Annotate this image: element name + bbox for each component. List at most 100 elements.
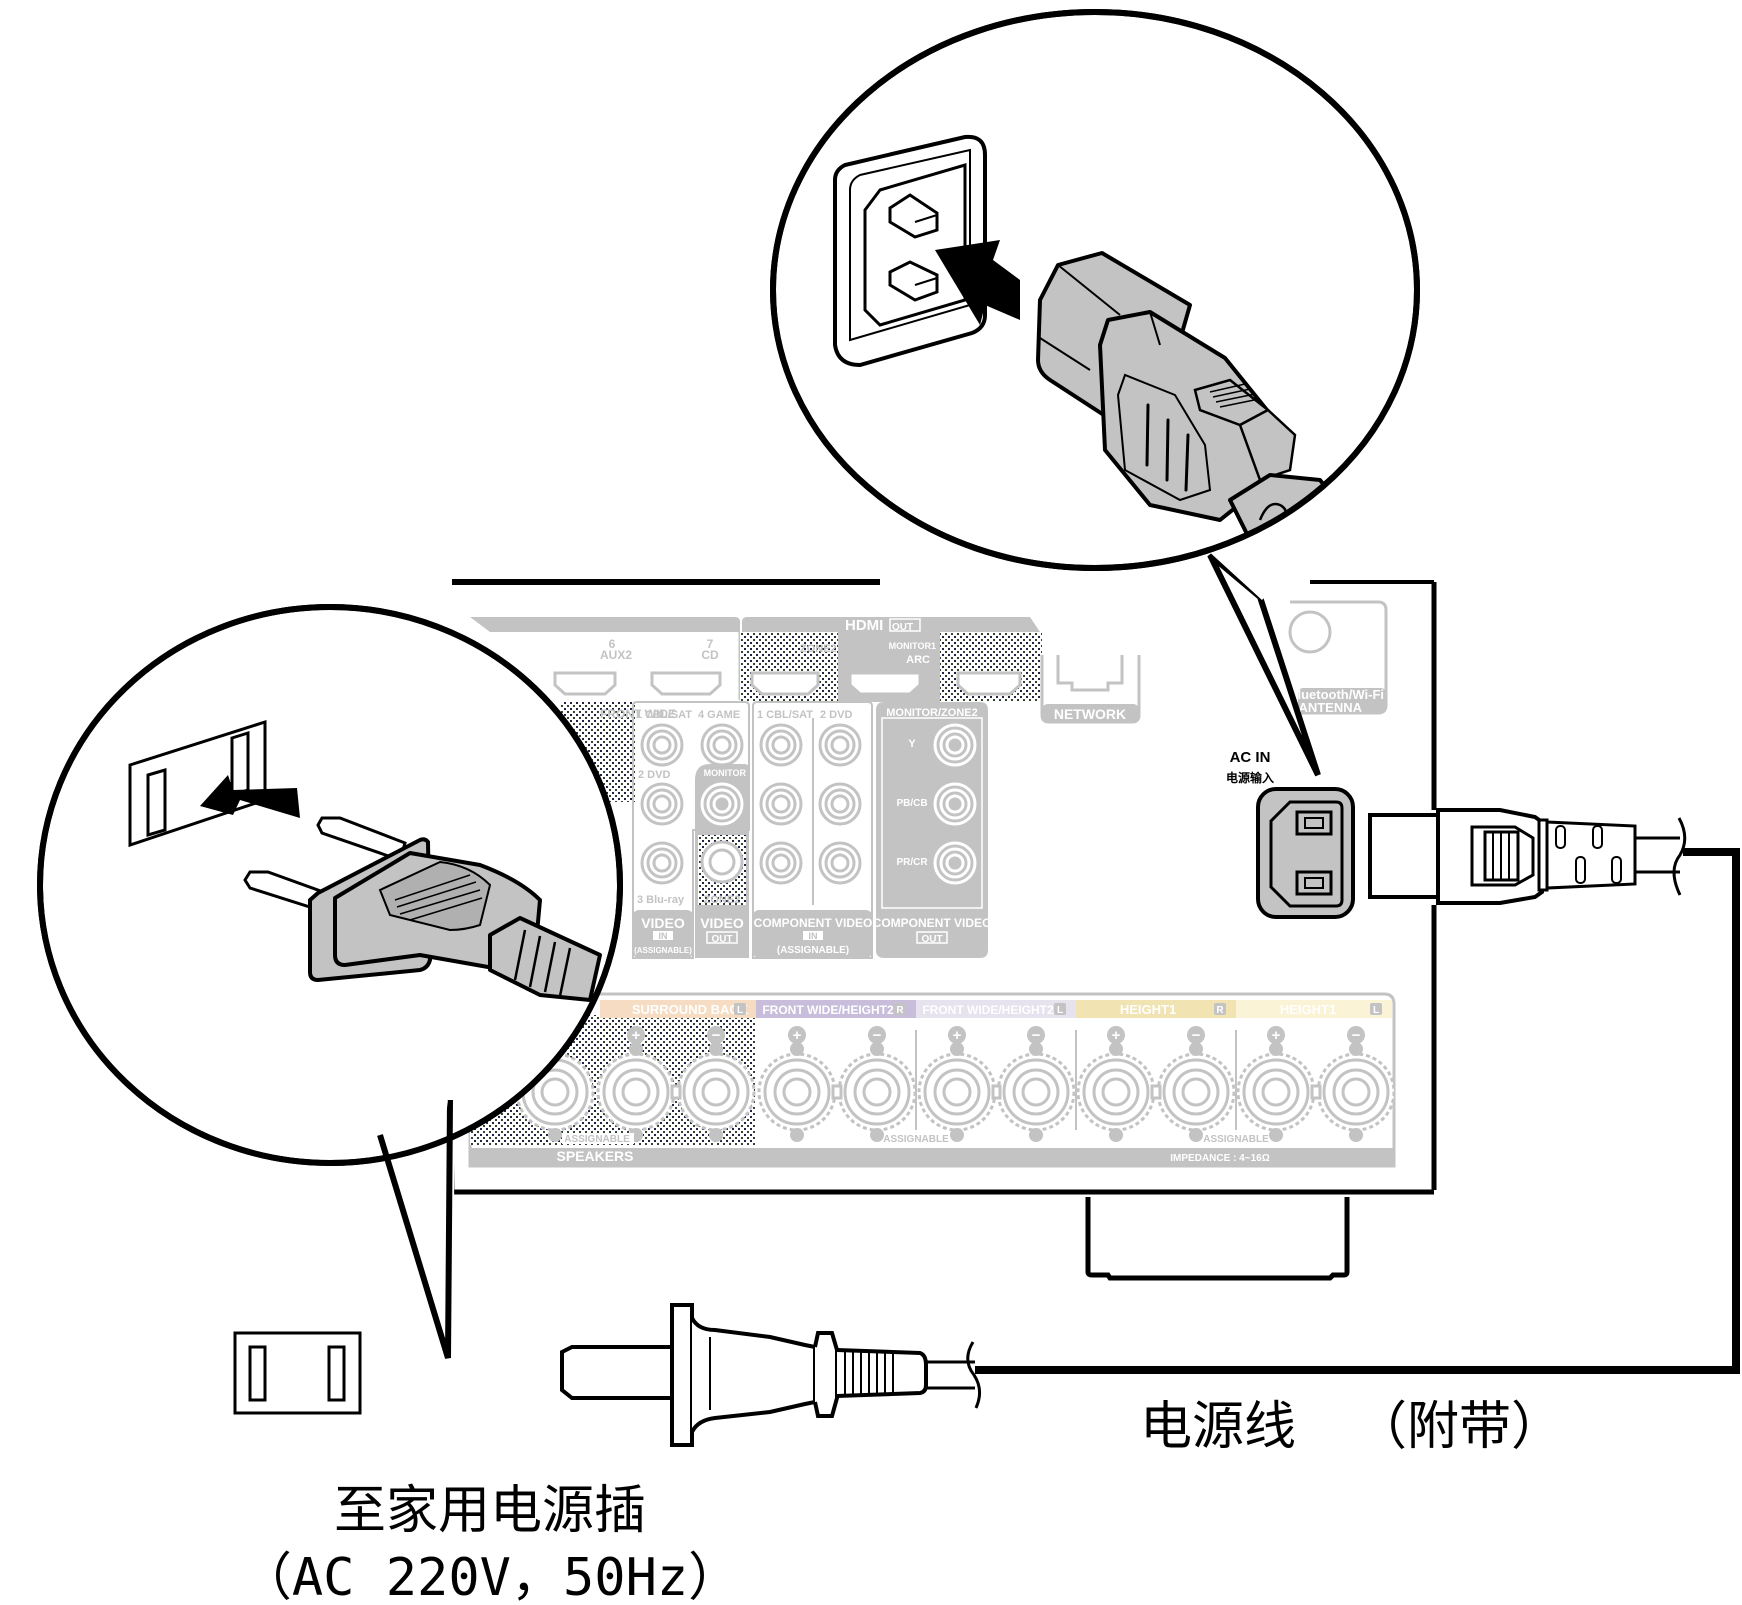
- minus-symbol: −: [1032, 1027, 1041, 1044]
- speaker-channel-badge-3: [1214, 1003, 1226, 1015]
- hdmi-inputs: 6 AUX2 7 CD: [553, 632, 742, 700]
- terminal-link-bar: [1150, 1084, 1162, 1100]
- speaker-channel-badge-4: [1370, 1003, 1382, 1015]
- terminal-link-bar: [670, 1084, 682, 1100]
- component-out-row-pb: PB/CB: [896, 798, 927, 809]
- terminal-link-bar: [831, 1084, 843, 1100]
- speaker-channel-badge-2: [1054, 1003, 1066, 1015]
- hdmi-input-7-number: 7: [707, 637, 714, 651]
- component-out-row-pr: PR/CR: [896, 857, 928, 868]
- component-in-title: COMPONENT VIDEO: [754, 916, 873, 930]
- speaker-channel-letter-0: L: [737, 1005, 743, 1016]
- component-out-badge-box: [916, 931, 948, 944]
- outlet-caption-line2: （AC 220V，50Hz）: [240, 1548, 740, 1605]
- speaker-terminal-post: +: [757, 1026, 837, 1142]
- speaker-group-label-3: HEIGHT1: [1120, 1002, 1176, 1017]
- plus-terminal-icon: [627, 1026, 645, 1044]
- speaker-channel-letter-1: R: [896, 1005, 904, 1016]
- right-bubble-content: [833, 134, 1362, 568]
- hdmi-input-6-port: [553, 671, 617, 696]
- network-port: NETWORK: [1040, 655, 1141, 724]
- terminal-link-bar: [1310, 1084, 1322, 1100]
- hdmi-out-monitor1-label: MONITOR1: [889, 641, 936, 651]
- captions: 电源线 （附带） 至家用电源插 （AC 220V，50Hz）: [240, 1397, 1563, 1605]
- plus-symbol: +: [632, 1027, 641, 1044]
- plus-symbol: +: [793, 1027, 802, 1044]
- outlet-caption-line1: 至家用电源插: [334, 1481, 646, 1541]
- terminal-link-bar: [991, 1084, 1002, 1100]
- hdmi-outputs: ZONE2 MONITOR1 ARC: [740, 632, 1042, 702]
- hdmi-out-arc-label: ARC: [906, 654, 930, 666]
- iec-plug-connector: [1368, 808, 1687, 905]
- minus-symbol: −: [1352, 1027, 1361, 1044]
- minus-terminal-icon: [707, 1026, 725, 1044]
- antenna-label-line2: ANTENNA: [1298, 700, 1362, 715]
- speaker-group-label-0: SURROUND BACK: [632, 1002, 749, 1017]
- video-out-section: MONITOR ZONE2 VIDEO OUT: [695, 764, 749, 958]
- hdmi-section-label: HDMI: [845, 617, 883, 634]
- plus-terminal-icon: [1267, 1026, 1285, 1044]
- video-in-badge-box: [653, 931, 673, 940]
- component-in-label-2: 2 DVD: [820, 709, 852, 721]
- network-label: NETWORK: [1054, 706, 1126, 722]
- component-out-row-y: Y: [908, 738, 916, 750]
- hdmi-out-badge: OUT: [892, 622, 913, 633]
- plus-symbol: +: [953, 1027, 962, 1044]
- hdmi-input-strip: [470, 617, 740, 632]
- power-cord-caption: 电源线: [1140, 1397, 1296, 1457]
- left-bubble-content: [128, 719, 602, 1002]
- video-in-label-1: 1 CBL/SAT: [636, 709, 692, 721]
- impedance-label: IMPEDANCE : 4~16Ω: [1170, 1153, 1269, 1164]
- speaker-channel-badge-0: [734, 1003, 746, 1015]
- speaker-group-label-4: HEIGHT1: [1280, 1002, 1336, 1017]
- hdmi-out-monitor1-port: [848, 671, 922, 696]
- video-in-label-2: 2 DVD: [638, 769, 670, 781]
- minus-terminal-icon: [1187, 1026, 1205, 1044]
- component-in-badge-box: [803, 931, 823, 940]
- plus-terminal-icon: [948, 1026, 966, 1044]
- video-out-zone2-label: ZONE2: [704, 894, 741, 906]
- video-in-badge: IN: [659, 931, 668, 941]
- component-in-section: 1 CBL/SAT 2 DVD COMPONENT VIDEO IN (ASSI…: [752, 701, 873, 959]
- speaker-terminal-post: −: [996, 1026, 1076, 1142]
- assignable-bg-0: [562, 1133, 634, 1144]
- minus-symbol: −: [712, 1027, 721, 1044]
- speaker-channel-letter-4: L: [1373, 1005, 1379, 1016]
- minus-terminal-icon: [868, 1026, 886, 1044]
- speaker-terminal-post: −: [1156, 1026, 1236, 1142]
- speaker-group-header-front-wide-l: [916, 1000, 1076, 1018]
- power-cord-line: [975, 848, 1740, 1374]
- video-in-label-3: 3 Blu-ray: [637, 894, 685, 906]
- hdmi-input-7-name: CD: [701, 648, 719, 662]
- assignable-label-1: ASSIGNABLE: [883, 1134, 949, 1145]
- speaker-terminal-post: +: [917, 1026, 997, 1142]
- plus-symbol: +: [1112, 1027, 1121, 1044]
- plus-terminal-icon: [788, 1026, 806, 1044]
- minus-symbol: −: [1192, 1027, 1201, 1044]
- hdmi-out-monitor2-port: [956, 671, 1022, 696]
- speaker-group-header-height1-l: [1236, 1000, 1392, 1018]
- speaker-channel-letter-2: L: [1057, 1005, 1063, 1016]
- video-in-sub: (ASSIGNABLE): [634, 946, 692, 955]
- antenna-label-line1: Bluetooth/Wi-Fi: [1288, 687, 1384, 702]
- left-callout-bubble: [37, 604, 623, 1360]
- right-tail-join: [1220, 548, 1262, 600]
- speaker-channel-letter-3: R: [1216, 1005, 1224, 1016]
- component-in-label-1: 1 CBL/SAT: [757, 709, 813, 721]
- plus-terminal-icon: [1107, 1026, 1125, 1044]
- ac-in-inlet: AC IN 电源输入: [1226, 749, 1355, 919]
- wall-outlet-icon: [233, 1331, 362, 1415]
- component-in-sub: (ASSIGNABLE): [777, 945, 849, 956]
- speaker-terminal-post: +: [1076, 1026, 1156, 1142]
- speaker-terminal-post: +: [596, 1026, 676, 1142]
- speaker-terminals: SPEAKERS IMPEDANCE : 4~16Ω SURROUND BACK…: [468, 992, 1396, 1168]
- wall-plug-side-view: [560, 1303, 981, 1447]
- hdmi-out-badge-box: [889, 618, 921, 632]
- speakers-footer-bar: [470, 1148, 1394, 1166]
- component-out-badge: OUT: [921, 934, 942, 945]
- receiver-foot: [1085, 1197, 1350, 1281]
- component-out-title: COMPONENT VIDEO: [873, 916, 992, 930]
- minus-symbol: −: [873, 1027, 882, 1044]
- ac-in-label-cn: 电源输入: [1226, 770, 1274, 785]
